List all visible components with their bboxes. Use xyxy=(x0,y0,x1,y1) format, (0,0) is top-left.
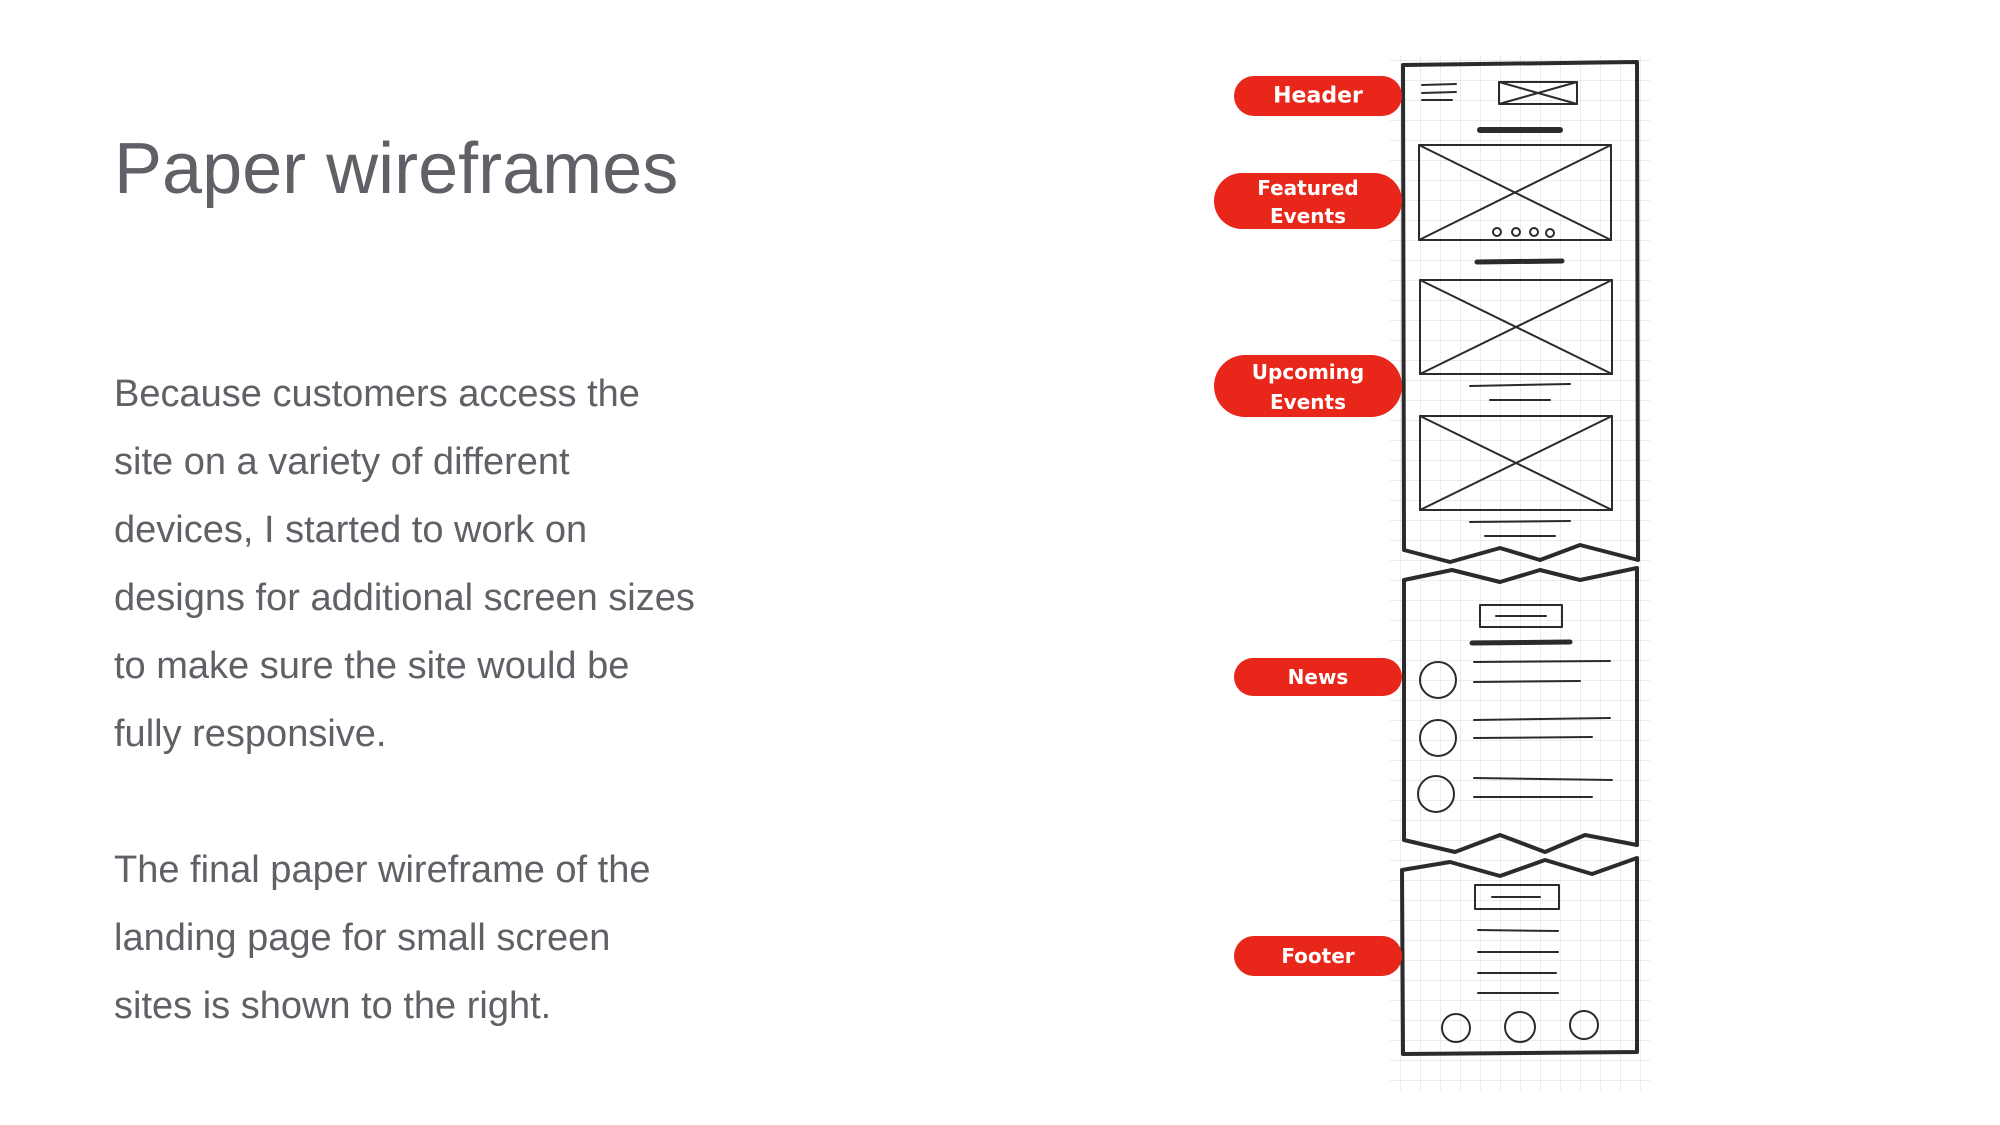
callout-upcoming-label-line-1: Upcoming xyxy=(1252,360,1364,384)
news-divider xyxy=(1469,639,1573,646)
callout-header: Header xyxy=(1234,76,1402,116)
phone-panel-top xyxy=(1401,60,1640,564)
social-icons xyxy=(1441,1010,1599,1043)
callout-header-label: Header xyxy=(1273,84,1363,109)
intro-paragraph: Because customers access the site on a v… xyxy=(114,373,695,755)
callout-footer: Footer xyxy=(1234,936,1402,976)
featured-divider xyxy=(1474,258,1565,265)
callout-news-label: News xyxy=(1288,665,1349,689)
callout-news: News xyxy=(1234,658,1402,696)
news-item-3 xyxy=(1417,775,1613,813)
carousel-dots xyxy=(1492,227,1555,238)
callout-footer-label: Footer xyxy=(1281,944,1354,968)
news-item-1 xyxy=(1419,660,1611,699)
page-title: Paper wireframes xyxy=(114,129,679,209)
body-text: Because customers access the site on a v… xyxy=(114,360,754,1040)
phone-panel-footer xyxy=(1400,856,1639,1056)
upcoming-event-image-2 xyxy=(1419,415,1613,511)
callout-featured-label-line-2: Events xyxy=(1270,204,1346,228)
conclusion-paragraph: The final paper wireframe of the landing… xyxy=(114,849,651,1027)
phone-panel-news xyxy=(1402,566,1639,854)
hamburger-icon xyxy=(1421,83,1457,101)
callout-upcoming-label-line-2: Events xyxy=(1270,390,1346,414)
callout-featured-label-line-1: Featured xyxy=(1257,176,1358,200)
featured-image-placeholder xyxy=(1418,144,1612,241)
footer-logo-box xyxy=(1474,884,1560,910)
news-heading-box xyxy=(1479,604,1563,628)
logo-placeholder xyxy=(1498,81,1578,105)
callout-featured-events: Featured Events xyxy=(1214,173,1402,229)
upcoming-event-image-1 xyxy=(1419,279,1613,375)
news-item-2 xyxy=(1419,717,1611,757)
paper-wireframe-sketch: Header Featured Events Upcoming Events N… xyxy=(1214,55,1650,1090)
callout-upcoming-events: Upcoming Events xyxy=(1214,355,1402,417)
